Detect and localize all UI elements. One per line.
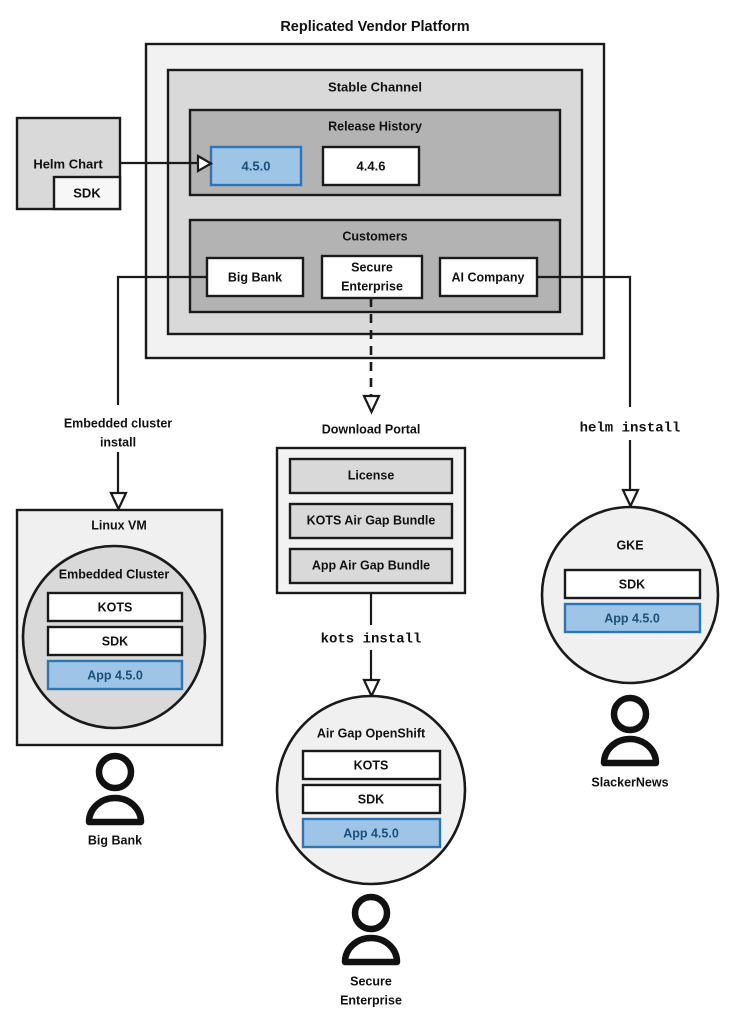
arrowhead-linuxvm bbox=[109, 491, 128, 512]
customer-chip-big-bank[interactable] bbox=[205, 256, 305, 298]
flow-label-embedded-install-line2: install bbox=[100, 435, 136, 449]
customer-chip-ai-company[interactable] bbox=[438, 256, 539, 298]
linux-vm-label: Linux VM bbox=[91, 518, 147, 532]
linux-vm-component-kots[interactable] bbox=[46, 591, 184, 623]
person-icon-big-bank bbox=[85, 752, 145, 826]
linux-vm-component-sdk[interactable] bbox=[46, 625, 184, 657]
gke-component-app[interactable] bbox=[563, 602, 702, 634]
customer-chip-secure-enterprise[interactable] bbox=[320, 254, 424, 300]
flow-label-helm-install: helm install bbox=[580, 421, 681, 437]
customer-name-big-bank: Big Bank bbox=[88, 833, 142, 847]
helm-chart-sdk-box[interactable] bbox=[52, 175, 122, 211]
customers-label: Customers bbox=[342, 229, 407, 243]
person-icon-slackernews bbox=[600, 694, 660, 767]
artifact-label-app-bundle: App Air Gap Bundle bbox=[312, 558, 430, 572]
customer-label-big-bank: Big Bank bbox=[228, 270, 282, 284]
artifact-label-license: License bbox=[348, 468, 395, 482]
person-icon-secure-enterprise bbox=[341, 893, 401, 966]
customer-name-secure-enterprise-line2: Enterprise bbox=[340, 993, 402, 1007]
customer-name-secure-enterprise-line1: Secure bbox=[350, 974, 392, 988]
release-chip-4-5-0[interactable] bbox=[209, 145, 303, 187]
airgap-component-sdk[interactable] bbox=[301, 783, 442, 815]
airgap-component-app[interactable] bbox=[301, 817, 442, 849]
arrowhead-helmchart-to-release bbox=[196, 154, 214, 173]
airgap-component-kots[interactable] bbox=[301, 749, 442, 781]
customer-label-secure-enterprise-line2: Enterprise bbox=[341, 279, 403, 293]
customer-label-secure-enterprise-line1: Secure bbox=[351, 260, 393, 274]
linux-vm-label-kots: KOTS bbox=[98, 600, 133, 614]
download-portal-artifact-app-bundle[interactable] bbox=[288, 547, 454, 585]
airgap-label-kots: KOTS bbox=[354, 758, 389, 772]
airgap-label-app: App 4.5.0 bbox=[343, 826, 399, 840]
download-portal-label: Download Portal bbox=[322, 422, 421, 436]
connector-aicompany-to-gke bbox=[537, 275, 632, 407]
arrowhead-download-portal bbox=[362, 394, 381, 415]
linux-vm-label-sdk: SDK bbox=[102, 634, 128, 648]
gke-label: GKE bbox=[616, 538, 643, 552]
arrowhead-gke bbox=[621, 488, 640, 509]
gke-component-sdk[interactable] bbox=[563, 568, 702, 600]
airgap-label-sdk: SDK bbox=[358, 792, 384, 806]
download-portal-artifact-license[interactable] bbox=[288, 457, 454, 495]
flow-label-embedded-install-line1: Embedded cluster bbox=[64, 416, 172, 430]
customer-label-ai-company: AI Company bbox=[452, 270, 525, 284]
linux-vm-component-app[interactable] bbox=[46, 659, 184, 691]
airgap-openshift-label: Air Gap OpenShift bbox=[317, 726, 426, 740]
gke-label-app: App 4.5.0 bbox=[604, 611, 660, 625]
embedded-cluster-label: Embedded Cluster bbox=[59, 567, 170, 581]
release-history-label: Release History bbox=[328, 119, 422, 133]
connector-bigbank-to-linuxvm bbox=[116, 275, 207, 405]
helm-chart-label: Helm Chart bbox=[33, 156, 103, 171]
customer-name-slackernews: SlackerNews bbox=[591, 775, 668, 789]
release-label-4-5-0: 4.5.0 bbox=[242, 158, 271, 173]
gke-label-sdk: SDK bbox=[619, 577, 645, 591]
page-title: Replicated Vendor Platform bbox=[280, 19, 469, 35]
arrowhead-airgap-openshift bbox=[362, 678, 381, 699]
flow-label-kots-install: kots install bbox=[321, 632, 422, 648]
release-chip-4-4-6[interactable] bbox=[321, 145, 421, 187]
artifact-label-kots-bundle: KOTS Air Gap Bundle bbox=[307, 513, 436, 527]
release-label-4-4-6: 4.4.6 bbox=[357, 158, 386, 173]
helm-chart-sdk-label: SDK bbox=[73, 185, 101, 200]
stable-channel-label: Stable Channel bbox=[328, 79, 422, 94]
linux-vm-label-app: App 4.5.0 bbox=[87, 668, 143, 682]
download-portal-artifact-kots-bundle[interactable] bbox=[288, 502, 454, 540]
